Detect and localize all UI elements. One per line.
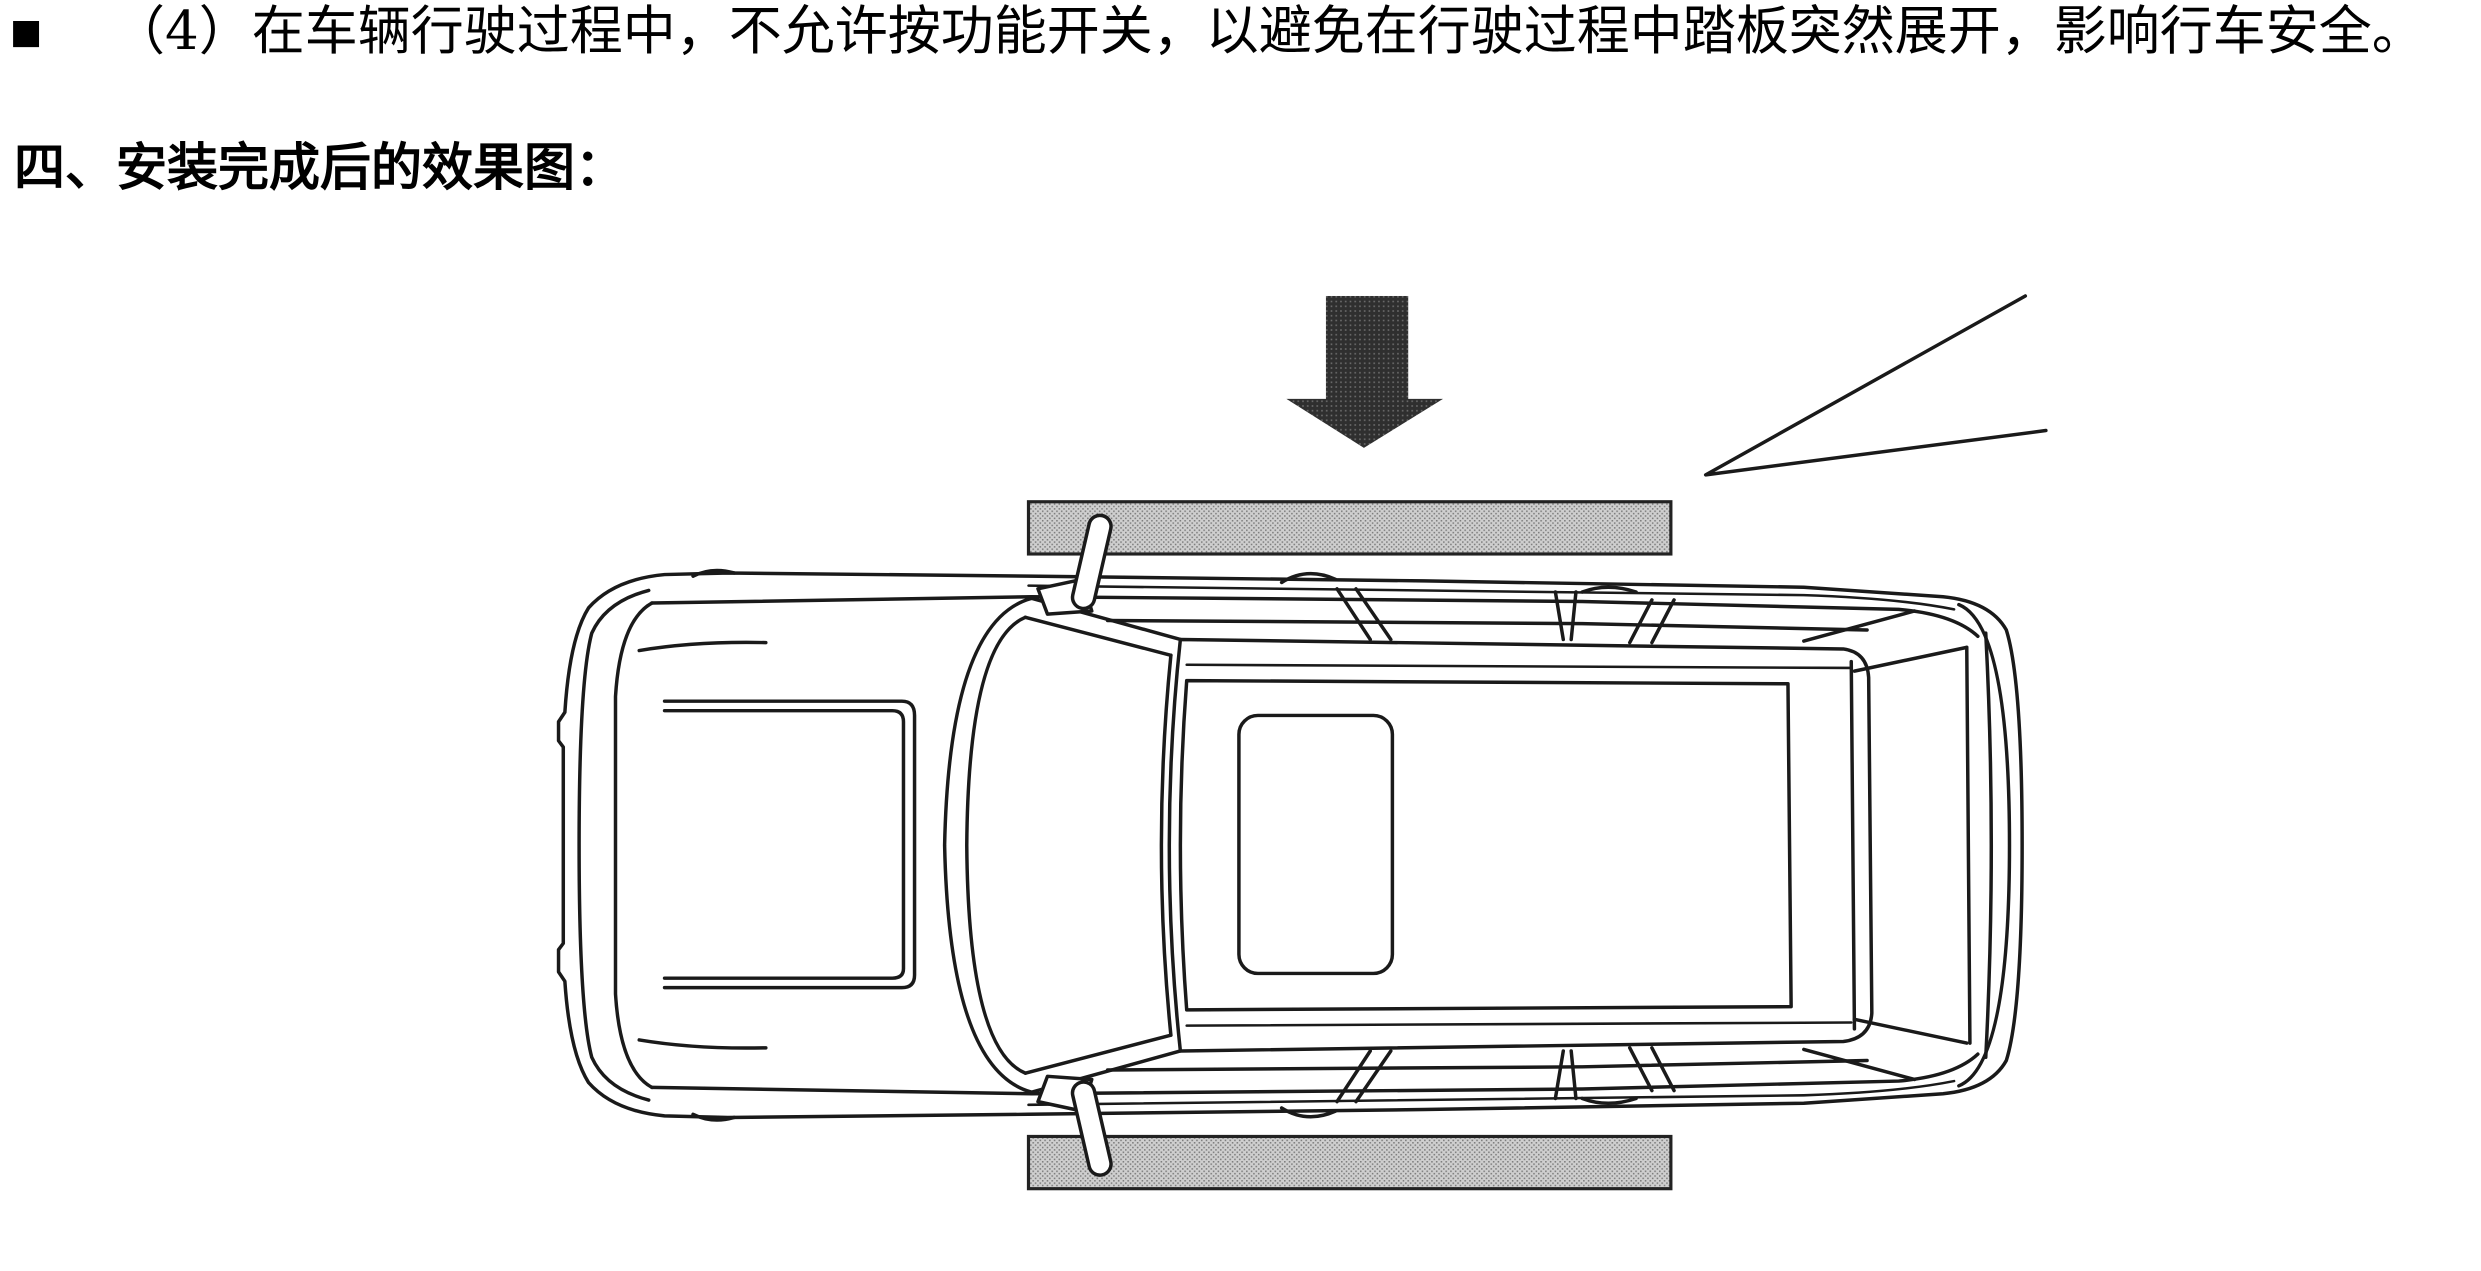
side-mirror-bottom: [1036, 1074, 1113, 1177]
rear-window: [1802, 602, 2012, 1088]
running-board-top: [1026, 500, 1673, 556]
hood: [637, 640, 917, 1050]
arrow-down-icon: [1286, 295, 1444, 448]
body-side-lines: [650, 584, 1980, 1107]
running-board-bottom: [1026, 1134, 1673, 1191]
side-mirror-top: [1036, 513, 1113, 616]
sunroof: [1237, 713, 1395, 976]
roof: [1159, 637, 1874, 1053]
side-pillars: [1279, 572, 1676, 1119]
list-item: ■ （4）在车辆行驶过程中，不允许按功能开关，以避免在行驶过程中踏板突然展开，影…: [0, 0, 2481, 64]
car-body-outline: [556, 571, 2024, 1120]
bullet-icon: ■: [10, 12, 43, 52]
front-bumper: [577, 588, 654, 1102]
pointer-lines: [1703, 294, 2048, 477]
section-heading: 四、安装完成后的效果图：: [14, 139, 627, 198]
car-top-view: [556, 513, 2024, 1177]
item-text: （4）在车辆行驶过程中，不允许按功能开关，以避免在行驶过程中踏板突然展开，影响行…: [112, 1, 2425, 62]
